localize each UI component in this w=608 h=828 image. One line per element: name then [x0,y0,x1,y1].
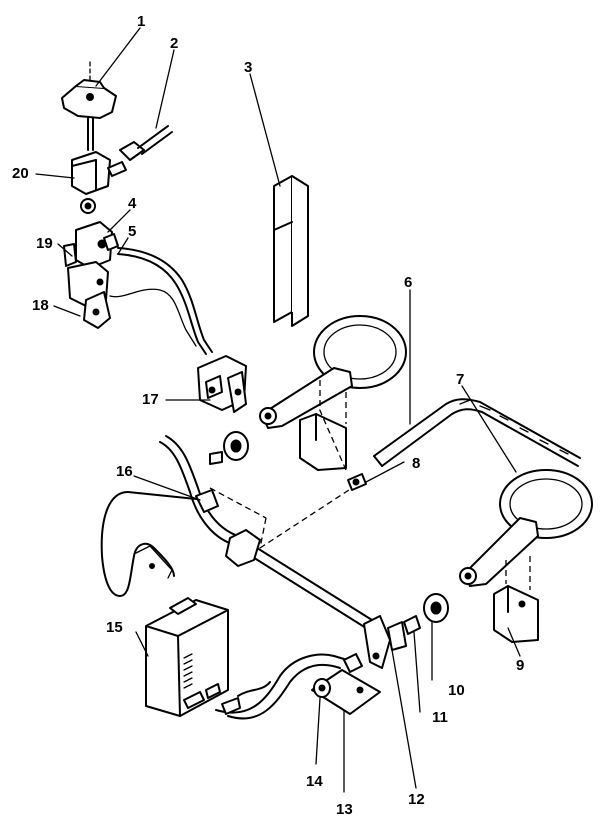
callout-16: 16 [116,463,133,480]
callout-20: 20 [12,165,29,182]
part-14-electrode [313,678,331,698]
callout-7: 7 [456,371,464,388]
part-15-ignition-module [145,597,229,717]
part-6-crossover-tube [373,398,581,467]
callout-15: 15 [106,619,123,636]
part-9-bracket [493,556,539,643]
part-1-control-knob [61,61,117,151]
part-20-valve [71,151,127,214]
part-19-manifold [63,221,119,329]
part-11-orifice-spud [403,615,421,635]
callout-2: 2 [170,35,178,52]
callout-13: 13 [336,801,353,818]
callout-12: 12 [408,791,425,808]
main-manifold-pipe [159,435,407,669]
callout-4: 4 [128,195,137,212]
part-8-orifice [347,473,367,491]
part-17-bracket [197,355,247,413]
part-7-right-burner [459,469,593,587]
part-2-supply-tube [119,125,173,161]
callout-10: 10 [448,682,465,699]
callout-17: 17 [142,391,159,408]
callout-19: 19 [36,235,53,252]
leader-lines [35,27,521,793]
callout-6: 6 [404,274,412,291]
callout-8: 8 [412,455,420,472]
part-13-electrode-bracket [311,653,381,715]
callout-9: 9 [516,657,524,674]
left-orifice-cup [209,431,249,465]
callout-1: 1 [137,13,145,30]
callout-3: 3 [244,59,252,76]
part-3-heat-shield [273,175,309,327]
part-10-air-shutter [423,593,449,623]
callout-5: 5 [128,223,136,240]
callout-11: 11 [432,709,448,726]
part-16-thermocouple [100,489,219,597]
callout-18: 18 [32,297,49,314]
callout-labels: 1 2 3 4 5 6 7 8 9 10 11 12 13 14 15 16 1… [12,13,524,818]
callout-14: 14 [306,773,323,790]
left-burner [259,315,407,471]
ignition-wiring [215,653,355,720]
part-5-pilot-tube [109,247,213,355]
